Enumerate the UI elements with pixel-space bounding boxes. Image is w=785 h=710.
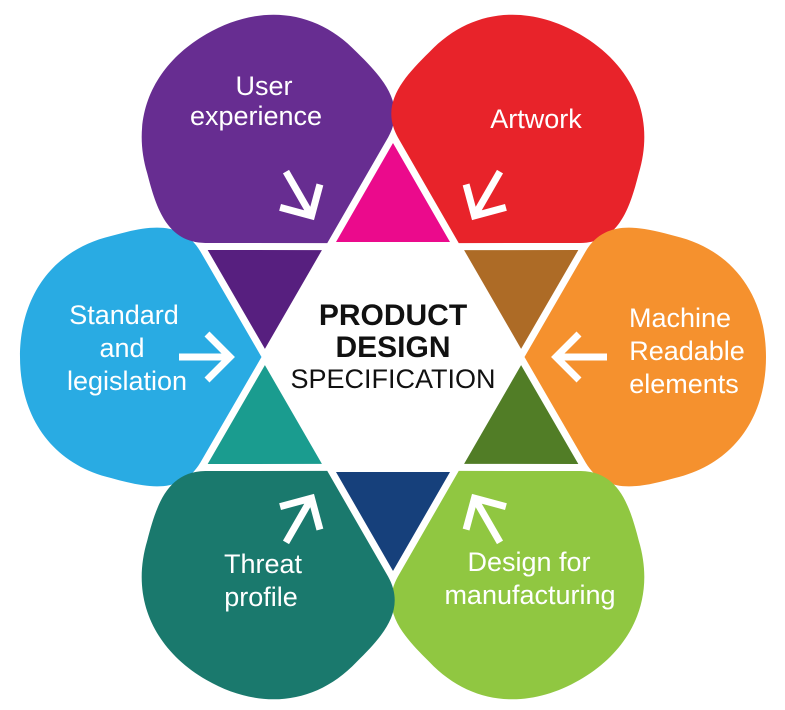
petal-label-design-for-manufacturing: Design for (467, 547, 590, 577)
petal-label-threat-profile: Threat (224, 549, 303, 579)
overlap-triangle-user-experience-artwork (336, 143, 450, 242)
petal-label-standard-and-legislation: Standard (69, 300, 179, 330)
labels-layer: PRODUCT DESIGN SPECIFICATION User experi… (67, 71, 745, 612)
petal-label-machine-readable-elements: Readable (629, 336, 745, 366)
petal-standard-and-legislation (20, 227, 262, 487)
arrow-user-experience-icon (279, 169, 324, 221)
petal-group-machine-readable-elements (336, 227, 766, 571)
center-title-line-3: SPECIFICATION (290, 364, 495, 394)
diagram-core (20, 14, 766, 700)
overlap-triangle-standard-and-legislation-user-experience (207, 250, 322, 349)
center-title-line-2: DESIGN (335, 331, 450, 364)
arrow-artwork-icon (462, 169, 507, 221)
petal-label-standard-and-legislation: legislation (67, 366, 187, 396)
petal-machine-readable-elements (524, 227, 766, 487)
petal-group-standard-and-legislation (20, 143, 450, 487)
petal-artwork (391, 14, 645, 244)
petal-threat-profile (141, 470, 395, 700)
overlap-triangle-design-for-manufacturing-threat-profile (336, 472, 450, 571)
center-title-line-1: PRODUCT (319, 299, 467, 332)
overlap-triangle-artwork-machine-readable-elements (464, 250, 579, 349)
petal-label-user-experience: experience (190, 101, 322, 131)
petal-group-threat-profile (141, 250, 395, 700)
petal-label-machine-readable-elements: elements (629, 369, 739, 399)
petal-label-design-for-manufacturing: manufacturing (444, 580, 615, 610)
petal-label-threat-profile: profile (224, 582, 298, 612)
arrow-design-for-manufacturing-icon (462, 493, 507, 545)
arrow-standard-and-legislation-icon (179, 331, 235, 383)
petal-label-standard-and-legislation: and (99, 333, 144, 363)
petal-user-experience (141, 14, 395, 244)
petal-label-user-experience: User (235, 71, 292, 101)
petal-design-for-manufacturing (391, 470, 645, 700)
petal-group-user-experience (141, 14, 579, 349)
arrow-machine-readable-elements-icon (551, 331, 607, 383)
arrow-threat-profile-icon (279, 493, 324, 545)
petal-label-machine-readable-elements: Machine (629, 303, 731, 333)
overlap-triangle-machine-readable-elements-design-for-manufacturing (464, 365, 579, 464)
overlap-triangle-threat-profile-standard-and-legislation (207, 365, 322, 464)
petal-group-design-for-manufacturing (207, 365, 645, 700)
petal-group-artwork (391, 14, 645, 464)
petal-label-artwork: Artwork (490, 104, 582, 134)
